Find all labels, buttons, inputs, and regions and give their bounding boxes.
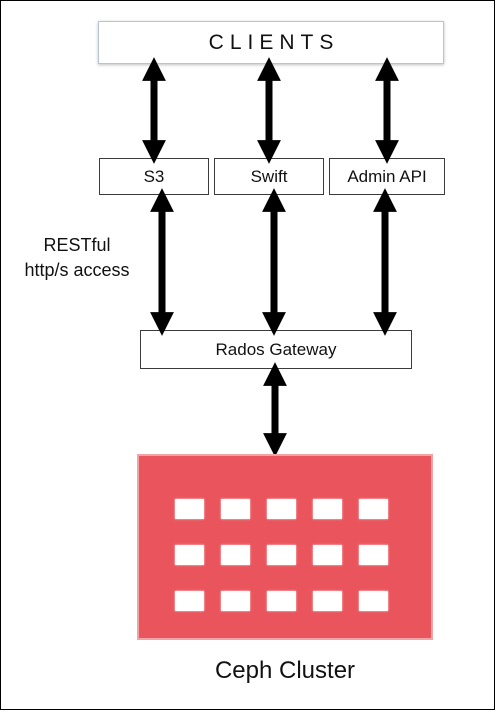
clients-box: CLIENTS <box>98 21 444 64</box>
cluster-node-block <box>359 591 388 611</box>
swift-label: Swift <box>250 166 288 186</box>
cluster-node-block <box>313 499 342 519</box>
cluster-node-block <box>175 591 204 611</box>
rados-gateway-label: Rados Gateway <box>215 339 337 359</box>
cluster-node-block <box>359 545 388 565</box>
cluster-node-block <box>175 499 204 519</box>
cluster-node-block <box>359 499 388 519</box>
cluster-node-block <box>267 545 296 565</box>
s3-label: S3 <box>143 166 165 186</box>
cluster-node-grid <box>175 499 388 611</box>
cluster-node-block <box>221 545 250 565</box>
clients-label: CLIENTS <box>208 30 340 54</box>
cluster-node-block <box>267 591 296 611</box>
cluster-node-block <box>175 545 204 565</box>
cluster-node-block <box>313 591 342 611</box>
cluster-node-block <box>221 591 250 611</box>
cluster-node-block <box>221 499 250 519</box>
ceph-cluster-panel <box>139 456 431 638</box>
admin-api-label: Admin API <box>347 166 427 186</box>
cluster-node-block <box>267 499 296 519</box>
ceph-cluster-label: Ceph Cluster <box>214 657 356 684</box>
restful-access-label: RESTful http/s access <box>24 235 130 280</box>
cluster-node-block <box>313 545 342 565</box>
